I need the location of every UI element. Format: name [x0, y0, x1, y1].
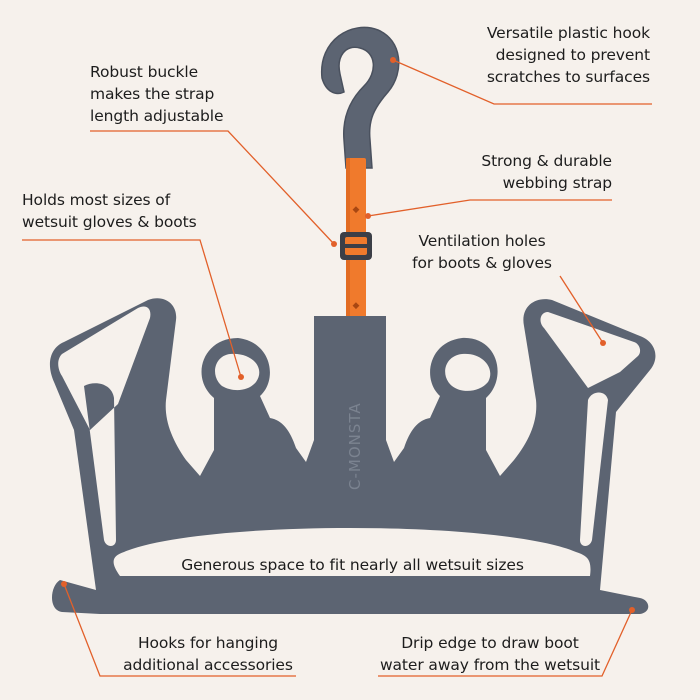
brand-mark: C-MONSTA	[346, 402, 364, 490]
callout-buckle-line2: makes the strap	[90, 85, 215, 103]
callout-buckle-line1: Robust buckle	[90, 63, 199, 81]
callout-accessory-hooks-line2: additional accessories	[123, 656, 293, 674]
callout-gloves: Holds most sizes of wetsuit gloves & boo…	[22, 189, 197, 233]
callout-strap: Strong & durable webbing strap	[481, 150, 612, 194]
callout-gloves-line1: Holds most sizes of	[22, 191, 171, 209]
callout-space-line1: Generous space to fit nearly all wetsuit…	[181, 556, 524, 574]
callout-strap-line2: webbing strap	[502, 174, 612, 192]
callout-drip-line1: Drip edge to draw boot	[401, 634, 579, 652]
callout-vents-line1: Ventilation holes	[418, 232, 546, 250]
callout-hook-line1: Versatile plastic hook	[486, 24, 650, 42]
callout-hook: Versatile plastic hook designed to preve…	[487, 22, 650, 88]
callout-drip-line2: water away from the wetsuit	[379, 656, 601, 674]
callout-accessory-hooks: Hooks for hanging additional accessories	[110, 632, 306, 676]
callout-vents: Ventilation holes for boots & gloves	[402, 230, 562, 274]
callout-hook-line2: designed to prevent	[495, 46, 650, 64]
strap-buckle	[340, 232, 372, 260]
callout-buckle-line3: length adjustable	[90, 107, 224, 125]
callout-space: Generous space to fit nearly all wetsuit…	[150, 554, 555, 576]
svg-text:◆: ◆	[353, 301, 360, 311]
callout-vents-line2: for boots & gloves	[412, 254, 552, 272]
svg-text:◆: ◆	[353, 205, 360, 215]
hanger-body	[49, 298, 656, 614]
callout-hook-line3: scratches to surfaces	[486, 68, 650, 86]
callout-strap-line1: Strong & durable	[481, 152, 612, 170]
callout-buckle: Robust buckle makes the strap length adj…	[90, 61, 224, 127]
plastic-hook	[321, 26, 400, 169]
callout-drip: Drip edge to draw boot water away from t…	[370, 632, 610, 676]
callout-gloves-line2: wetsuit gloves & boots	[22, 213, 197, 231]
callout-accessory-hooks-line1: Hooks for hanging	[137, 634, 279, 652]
callout-leaders	[22, 57, 652, 677]
